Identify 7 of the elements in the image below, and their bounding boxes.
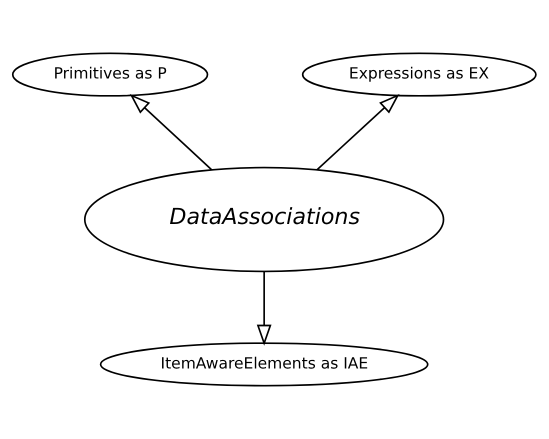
arrow: [130, 94, 212, 170]
node-ellipse: Primitives as P: [12, 52, 208, 97]
node-ellipse: Expressions as EX: [302, 52, 537, 97]
node-ellipse: ItemAwareElements as IAE: [100, 342, 429, 386]
node-ellipse: DataAssociations: [84, 166, 444, 272]
arrow: [316, 94, 400, 170]
arrow: [256, 271, 272, 346]
